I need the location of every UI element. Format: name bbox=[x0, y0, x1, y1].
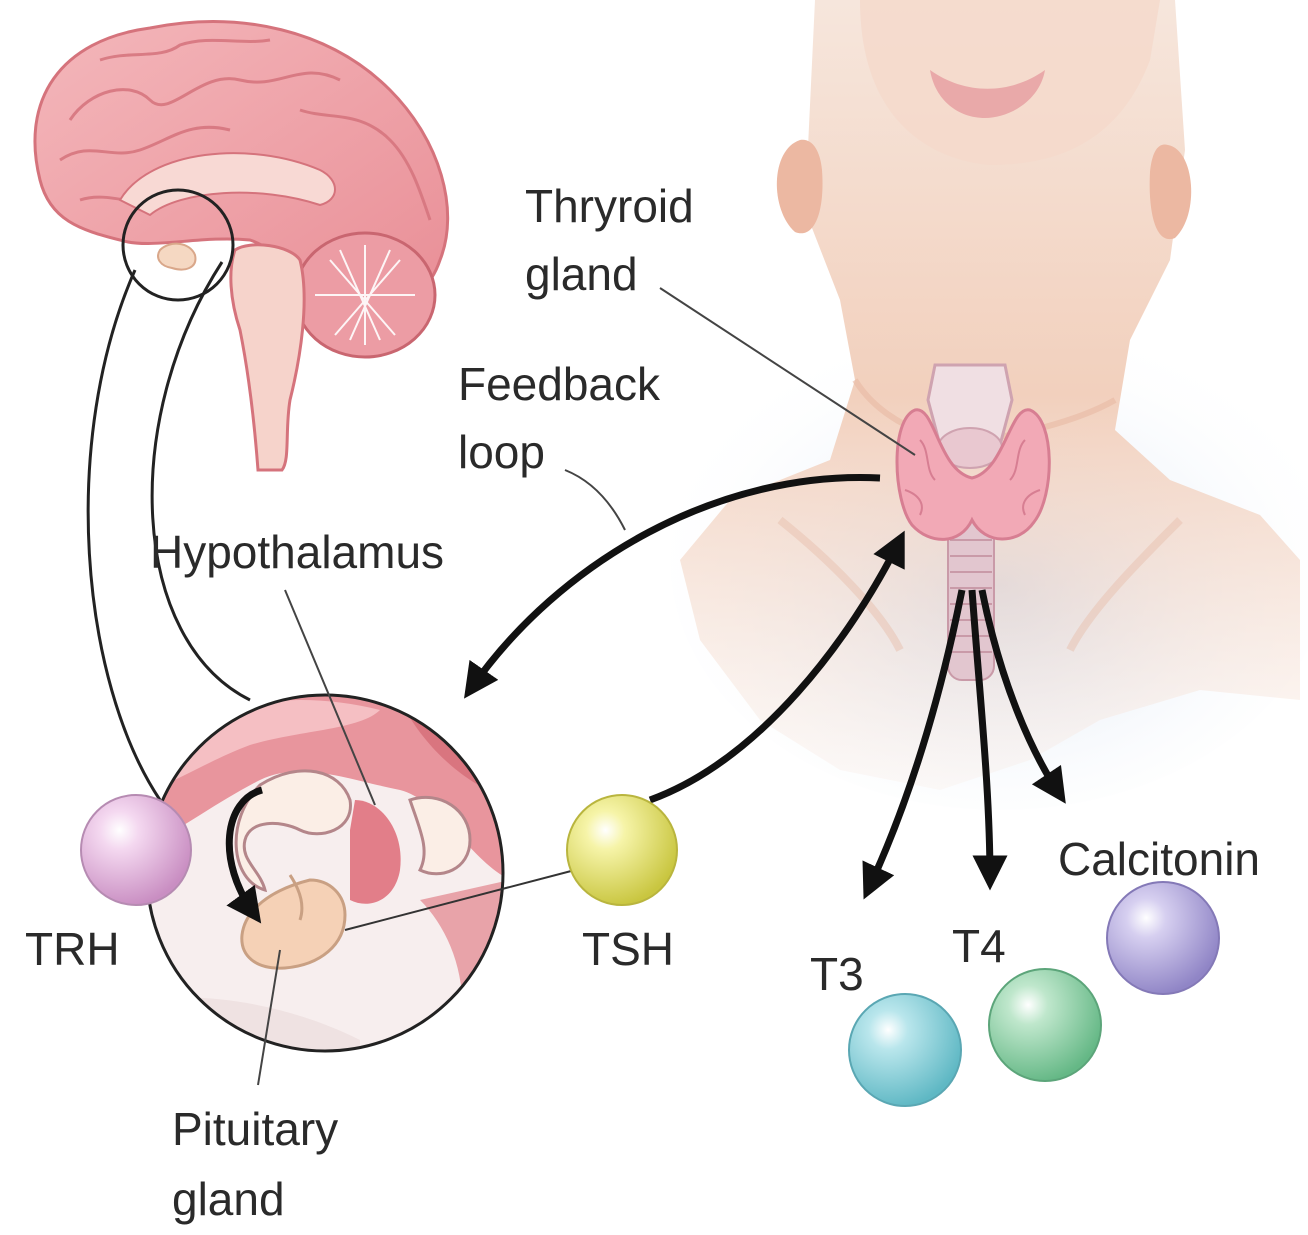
trh-sphere bbox=[81, 795, 191, 905]
t4-label: T4 bbox=[952, 920, 1006, 972]
trh-label: TRH bbox=[25, 923, 120, 975]
t3-label: T3 bbox=[810, 948, 864, 1000]
t3-sphere bbox=[849, 994, 961, 1106]
tsh-label: TSH bbox=[582, 923, 674, 975]
hypothalamus-label: Hypothalamus bbox=[150, 526, 444, 578]
pituitary-zoom bbox=[140, 690, 510, 1060]
calcitonin-label: Calcitonin bbox=[1058, 833, 1260, 885]
thyroid-gland-label-line2: gland bbox=[525, 248, 638, 300]
thyroid-gland-label-line1: Thryroid bbox=[525, 180, 694, 232]
feedback-loop-label-line2: loop bbox=[458, 426, 545, 478]
cerebellum bbox=[295, 233, 435, 357]
feedback-leader-line bbox=[565, 470, 625, 530]
tsh-sphere bbox=[567, 795, 677, 905]
pituitary-gland-label-line2: gland bbox=[172, 1173, 285, 1225]
left-ear bbox=[777, 140, 823, 234]
pituitary-gland-label-line1: Pituitary bbox=[172, 1103, 338, 1155]
t4-sphere bbox=[989, 969, 1101, 1081]
zoom-line-inner bbox=[152, 262, 250, 700]
right-ear bbox=[1150, 144, 1192, 239]
feedback-loop-label-line1: Feedback bbox=[458, 358, 661, 410]
calcitonin-sphere bbox=[1107, 882, 1219, 994]
